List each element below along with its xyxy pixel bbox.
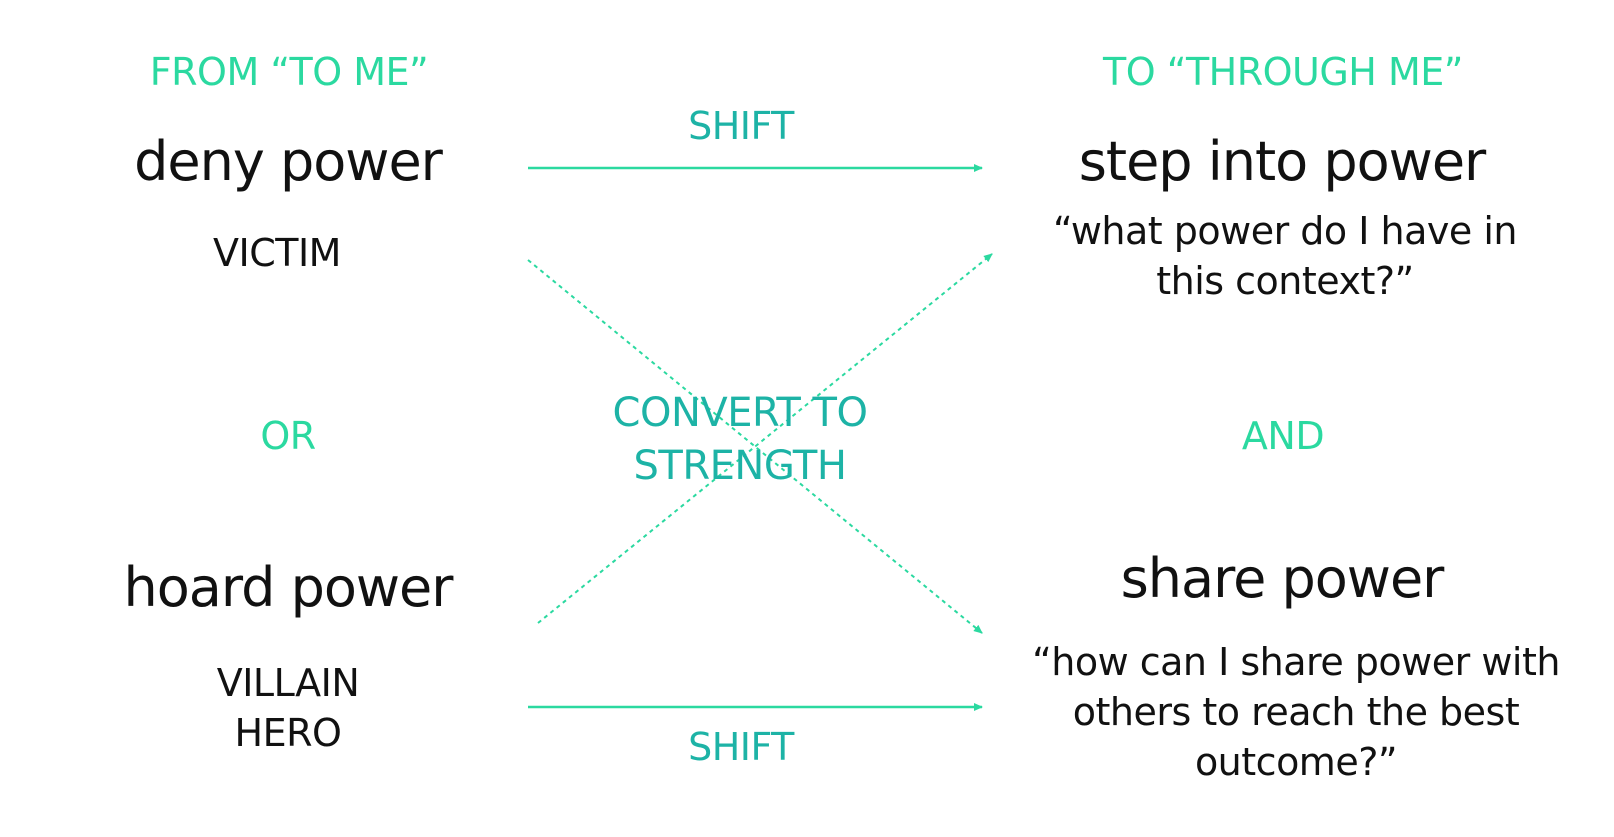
question-line-2: this context?” (1156, 259, 1414, 304)
or-connector: OR (260, 414, 316, 458)
shift-label-top: SHIFT (688, 104, 794, 148)
convert-to-strength-label: CONVERT TO STRENGTH (613, 387, 868, 493)
and-connector: AND (1241, 414, 1325, 458)
convert-label-line-2: STRENGTH (633, 442, 847, 489)
right-column-header: TO “THROUGH ME” (1103, 50, 1463, 94)
hero-role: HERO (234, 711, 342, 756)
share-power-question: “how can I share power with others to re… (1032, 637, 1560, 787)
share-question-line-1: “how can I share power with (1032, 640, 1560, 684)
victim-role: VICTIM (213, 231, 341, 275)
convert-arrow-down (527, 259, 983, 634)
question-line-1: “what power do I have in (1053, 209, 1517, 253)
convert-arrow-up (537, 253, 993, 624)
deny-power-title: deny power (134, 130, 443, 193)
shift-label-bottom: SHIFT (688, 725, 794, 769)
left-column-header: FROM “TO ME” (149, 50, 429, 94)
villain-role: VILLAIN (216, 661, 360, 705)
convert-label-line-1: CONVERT TO (612, 390, 868, 436)
share-power-title: share power (1120, 547, 1445, 610)
hoard-power-title: hoard power (123, 556, 454, 619)
share-question-line-2: others to reach the best (1072, 690, 1520, 735)
share-question-line-3: outcome?” (1194, 740, 1398, 785)
step-into-power-question: “what power do I have in this context?” (1053, 206, 1517, 306)
hoard-roles: VILLAIN HERO (217, 658, 360, 758)
step-into-power-title: step into power (1078, 130, 1486, 193)
